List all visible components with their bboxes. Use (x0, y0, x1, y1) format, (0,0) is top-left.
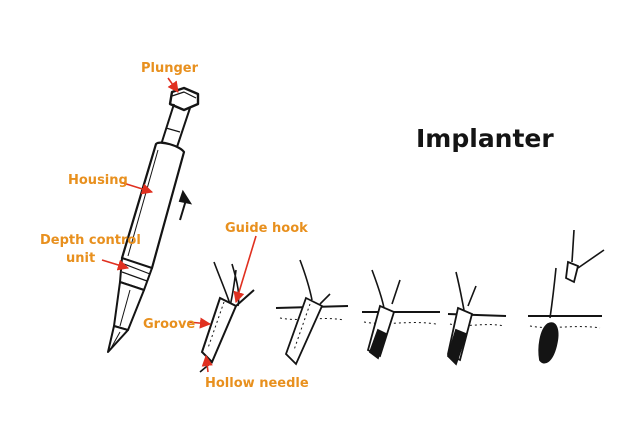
housing-arrow (119, 181, 154, 195)
housing-barrel (120, 141, 186, 270)
hollow-needle-arrow (201, 354, 213, 373)
label-arrows (101, 77, 257, 373)
hollow-needle-label: Hollow needle (205, 376, 309, 391)
depth-control-label-line2: unit (66, 251, 95, 266)
plunger-arrow (167, 77, 179, 93)
implanter-device (107, 86, 200, 353)
guide-hook-arrow (233, 235, 257, 304)
insertion-step-5 (528, 229, 605, 364)
motion-arrow (178, 189, 193, 221)
plunger-cap (168, 86, 200, 112)
diagram-title: Implanter (416, 124, 554, 153)
depth-control-arrow (101, 259, 130, 271)
labels: Plunger Housing Depth control unit Guide… (40, 61, 309, 391)
insertion-sequence (275, 229, 605, 366)
plunger-rod (159, 103, 191, 151)
guide-hook (235, 289, 255, 307)
needle-detail (199, 261, 255, 373)
plunger-label: Plunger (141, 61, 199, 76)
insertion-step-2 (275, 259, 349, 366)
groove-label: Groove (143, 317, 195, 332)
insertion-step-3 (362, 269, 440, 360)
depth-control-label: Depth control (40, 233, 141, 248)
groove-arrow (187, 317, 212, 329)
housing-label: Housing (68, 173, 128, 188)
guide-hook-label: Guide hook (225, 221, 308, 236)
insertion-step-4 (446, 271, 507, 366)
